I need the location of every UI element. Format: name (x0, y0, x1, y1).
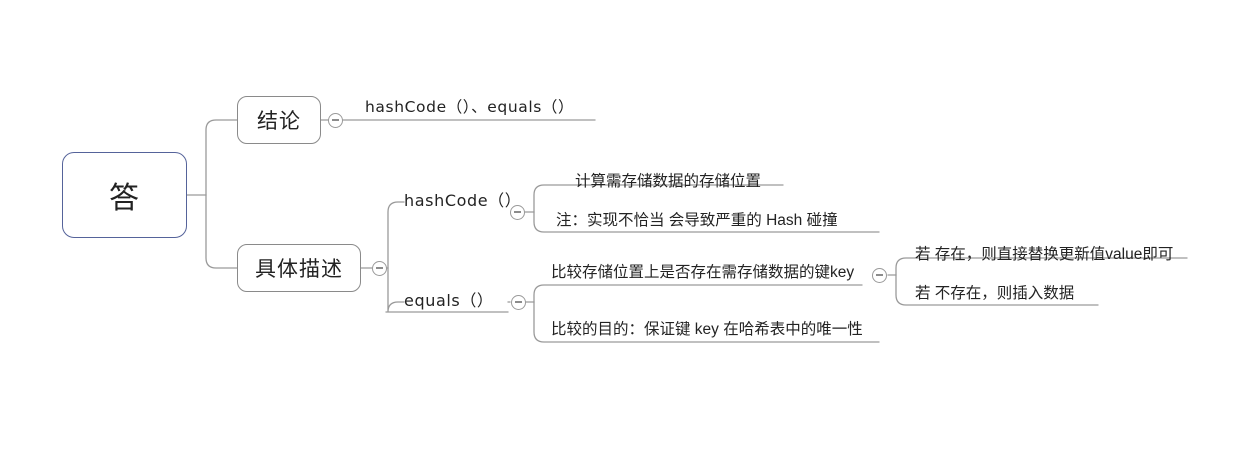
link-root-detail (205, 194, 238, 269)
node-equals-label: equals（） (404, 291, 494, 310)
link-detail-equals (387, 267, 405, 313)
link-compare-exists (895, 257, 1188, 276)
link-root-conclusion (205, 119, 238, 196)
link-detail-equals-b (388, 268, 404, 322)
node-hashcode[interactable]: hashCode（） (404, 193, 521, 209)
leaf-hashcode-purpose-label: 计算需存储数据的存储位置 (575, 173, 762, 190)
leaf-equals-exists[interactable]: 若 存在，则直接替换更新值value即可 (915, 247, 1173, 263)
leaf-hashcode-note[interactable]: 注：实现不恰当 会导致严重的 Hash 碰撞 (556, 213, 838, 229)
branch-node-detail-label: 具体描述 (255, 258, 343, 281)
collapse-toggle-equals[interactable] (511, 294, 526, 310)
leaf-equals-goal[interactable]: 比较的目的：保证键 key 在哈希表中的唯一性 (551, 322, 863, 338)
link-equals-compare (533, 284, 863, 303)
leaf-equals-compare-label: 比较存储位置上是否存在需存储数据的键key (551, 264, 855, 281)
collapse-toggle-conclusion[interactable] (328, 112, 343, 128)
collapse-toggle-detail[interactable] (372, 260, 387, 276)
root-node-label: 答 (109, 182, 140, 215)
leaf-equals-not-exists-label: 若 不存在，则插入数据 (915, 285, 1075, 302)
leaf-equals-compare[interactable]: 比较存储位置上是否存在需存储数据的键key (551, 265, 854, 281)
leaf-hashcode-purpose[interactable]: 计算需存储数据的存储位置 (575, 174, 761, 190)
link-compare-not-exists (895, 274, 1099, 306)
leaf-equals-not-exists[interactable]: 若 不存在，则插入数据 (915, 286, 1074, 302)
branch-node-conclusion[interactable]: 结论 (237, 96, 321, 144)
link-detail-hashcode (387, 201, 405, 269)
leaf-conclusion-methods-label: hashCode（）、equals（） (365, 98, 575, 116)
node-hashcode-label: hashCode（） (404, 191, 522, 210)
link-equals-goal (533, 301, 880, 343)
collapse-toggle-equals-compare[interactable] (872, 267, 887, 283)
root-node[interactable]: 答 (62, 152, 187, 238)
branch-node-detail[interactable]: 具体描述 (237, 244, 361, 292)
leaf-conclusion-methods[interactable]: hashCode（）、equals（） (365, 98, 575, 116)
collapse-toggle-hashcode[interactable] (510, 204, 525, 220)
leaf-hashcode-note-label: 注：实现不恰当 会导致严重的 Hash 碰撞 (556, 212, 838, 229)
leaf-equals-goal-label: 比较的目的：保证键 key 在哈希表中的唯一性 (551, 321, 863, 338)
branch-node-conclusion-label: 结论 (257, 110, 301, 133)
node-equals[interactable]: equals（） (404, 293, 494, 309)
link-hashcode-purpose (533, 184, 784, 213)
leaf-equals-exists-label: 若 存在，则直接替换更新值value即可 (915, 246, 1174, 263)
link-hashcode-note (533, 211, 880, 233)
